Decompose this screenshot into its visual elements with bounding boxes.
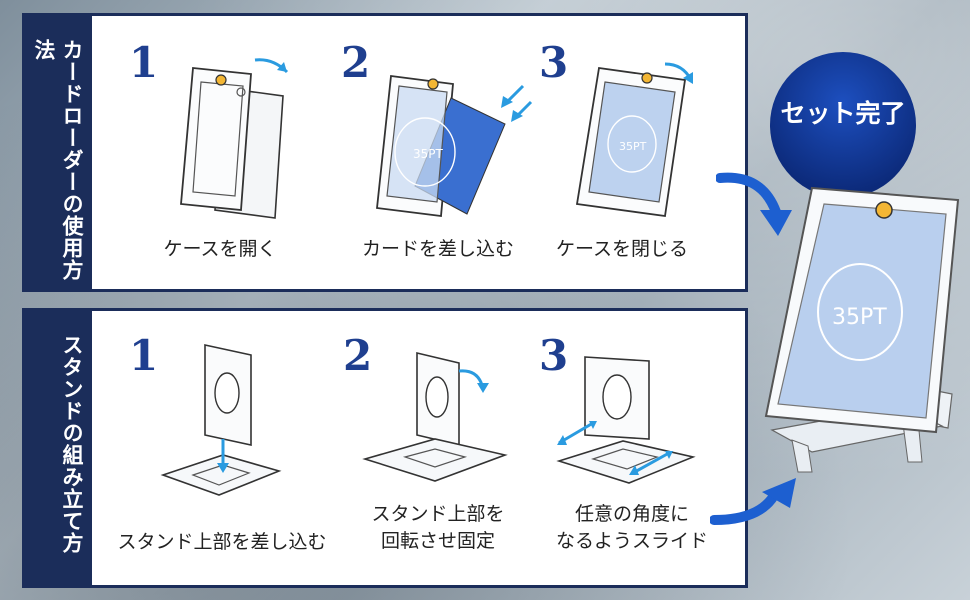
step-number: 3: [539, 38, 569, 87]
step-label-line2: なるようスライド: [555, 530, 708, 552]
stand-assembly-title: スタンドの組み立て方: [60, 334, 84, 554]
close-case-illustration: 35PT: [575, 62, 693, 218]
complete-badge: セット完了: [770, 52, 916, 198]
stand-slide-illustration: [556, 356, 696, 484]
step-label: ケースを開く: [163, 238, 277, 260]
step-label: スタンド上部を 回転させ固定: [343, 501, 533, 555]
insert-card-illustration: 35PT: [376, 74, 533, 218]
stand-rotate-illustration: [362, 351, 508, 482]
step-number: 1: [129, 331, 159, 380]
step-label: カードを差し込む: [361, 238, 514, 260]
loader-usage-title: カードローダーの使用方法: [32, 39, 84, 281]
step-label-line2: 回転させ固定: [380, 530, 495, 552]
step-number: 1: [129, 38, 159, 87]
loader-usage-sidebar: カードローダーの使用方法: [22, 13, 92, 292]
card-mark: 35PT: [413, 147, 444, 161]
complete-label: セット完了: [780, 99, 906, 128]
open-case-illustration: [180, 58, 289, 219]
step-label: スタンド上部を差し込む: [117, 531, 327, 553]
arrow-to-result-bottom: [710, 478, 796, 525]
step-number: 3: [539, 331, 569, 380]
step-number: 2: [341, 38, 371, 87]
arrow-to-result-top: [716, 172, 792, 236]
step-label: 任意の角度に なるようスライド: [537, 501, 727, 555]
finished-loader-illustration: 35PT: [764, 186, 960, 473]
loader-usage-panel: カードローダーの使用方法 1 ケースを開く 2 35PT カードを差し込む 3 …: [22, 13, 748, 292]
stand-insert-illustration: [160, 344, 282, 496]
step-label: ケースを閉じる: [555, 238, 689, 260]
stand-assembly-sidebar: スタンドの組み立て方: [22, 308, 92, 588]
step-label-line1: 任意の角度に: [574, 503, 689, 525]
step-label-line1: スタンド上部を: [371, 503, 505, 525]
stand-assembly-panel: スタンドの組み立て方 1 スタンド上部を差し込む 2 スタンド上部を 回転させ固…: [22, 308, 748, 588]
card-mark: 35PT: [619, 140, 647, 153]
step-number: 2: [343, 331, 373, 380]
result-card-mark: 35PT: [832, 305, 887, 330]
